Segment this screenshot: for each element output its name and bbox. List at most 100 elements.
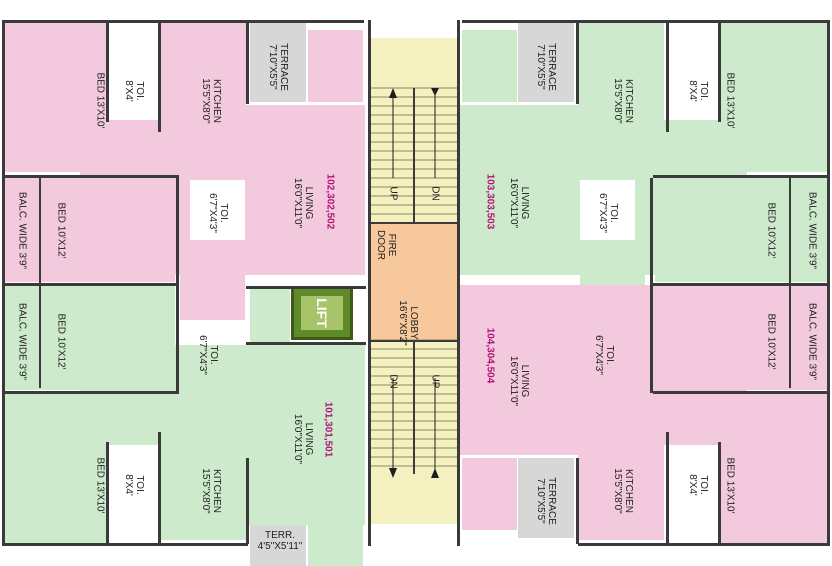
wall bbox=[158, 432, 161, 544]
room-label-balcony: BALC. WIDE 3'9" bbox=[16, 302, 28, 381]
wall bbox=[39, 178, 41, 388]
wall bbox=[158, 22, 161, 132]
stair-label-down: DN bbox=[429, 186, 441, 201]
room-label-kitchen: KITCHEN 15'5"X8'0" bbox=[200, 468, 222, 514]
bed-room-left-2 bbox=[40, 286, 175, 390]
wall bbox=[576, 22, 579, 104]
room-label-balcony: BALC. WIDE 3'9" bbox=[16, 191, 28, 270]
unit-number: 102,302,502 bbox=[324, 173, 336, 230]
wall bbox=[4, 543, 248, 546]
wall bbox=[576, 458, 579, 544]
room-label-balcony: BALC. WIDE 3'9" bbox=[806, 191, 818, 270]
wall bbox=[666, 22, 669, 132]
room-label-toilet: TOI. 8'X4' bbox=[123, 474, 145, 496]
toilet-mid-right bbox=[580, 180, 635, 240]
toilet-bottom-left bbox=[108, 440, 158, 520]
wall bbox=[246, 458, 249, 544]
lift-shaft: LIFT bbox=[291, 286, 353, 340]
wall bbox=[653, 391, 829, 394]
terrace-bottom-left bbox=[250, 525, 306, 566]
wall bbox=[246, 342, 366, 345]
unit-number: 104,304,504 bbox=[484, 327, 496, 384]
balcony-left-2 bbox=[4, 286, 40, 390]
room-label-terrace: TERRACE 7'10"X5'5" bbox=[267, 43, 289, 91]
room-label-bed: BED 10'X12' bbox=[55, 313, 67, 370]
wall bbox=[718, 442, 721, 544]
void-bottom-left bbox=[308, 525, 363, 566]
kitchen-bottom-right bbox=[578, 430, 664, 540]
wall bbox=[368, 20, 371, 546]
stair-label-up: UP bbox=[429, 374, 441, 389]
room-label-toilet: TOI. 8'X4' bbox=[123, 80, 145, 102]
room-label-toilet: TOI. 8'X4' bbox=[687, 474, 709, 496]
room-label-toilet: TOI. 6'7"X4'3" bbox=[197, 335, 219, 375]
lobby-label: LOBBY 16'6"X8'2" bbox=[397, 300, 419, 346]
void-top-left bbox=[308, 30, 363, 102]
passage-top-right bbox=[655, 120, 747, 175]
wall bbox=[578, 543, 828, 546]
bed-room-mid-left bbox=[40, 178, 175, 282]
room-label-living: LIVING 16'0"X11'0" bbox=[508, 177, 530, 229]
void-bottom-right bbox=[462, 458, 517, 530]
room-label-living: LIVING 16'0"X11'0" bbox=[292, 177, 314, 229]
toilet-top-left bbox=[108, 40, 158, 120]
shaft-left-2 bbox=[250, 286, 290, 346]
toilet-mid-left bbox=[190, 180, 245, 240]
unit-number: 103,303,503 bbox=[484, 173, 496, 230]
lift-label: LIFT bbox=[313, 298, 330, 328]
wall bbox=[246, 286, 366, 289]
fire-door-label: FIRE DOOR bbox=[375, 230, 397, 260]
room-label-kitchen: KITCHEN 15'5"X8'0" bbox=[612, 468, 634, 514]
passage-top-left bbox=[80, 120, 172, 175]
room-label-living: LIVING 16'0"X11'0" bbox=[508, 355, 530, 407]
wall bbox=[666, 432, 669, 544]
terrace-top-right bbox=[518, 22, 574, 102]
room-label-kitchen: KITCHEN 15'5"X8'0" bbox=[612, 78, 634, 124]
room-label-bed: BED 13'X10' bbox=[724, 72, 736, 129]
room-label-toilet: TOI. 6'7"X4'3" bbox=[597, 193, 619, 233]
wall bbox=[457, 20, 460, 546]
wall bbox=[789, 178, 791, 388]
room-label-living: LIVING 16'0"X11'0" bbox=[292, 413, 314, 465]
room-label-bed: BED 13'X10' bbox=[94, 457, 106, 514]
room-label-terrace: TERR. 4'5"X5'11" bbox=[257, 530, 303, 552]
unit-number: 101,301,501 bbox=[322, 401, 334, 458]
room-label-balcony: BALC. WIDE 3'9" bbox=[806, 302, 818, 381]
wall bbox=[650, 178, 653, 393]
room-label-kitchen: KITCHEN 15'5"X8'0" bbox=[200, 78, 222, 124]
stair-label-up: UP bbox=[387, 186, 399, 201]
balcony-right-2 bbox=[790, 286, 828, 390]
wall bbox=[4, 20, 364, 23]
wall bbox=[653, 283, 829, 286]
room-label-bed: BED 10'X12' bbox=[765, 202, 777, 259]
wall bbox=[653, 175, 829, 178]
wall bbox=[246, 22, 249, 104]
toilet-top-right bbox=[668, 40, 718, 120]
bed-room-right-2 bbox=[655, 286, 790, 390]
wall bbox=[371, 340, 457, 342]
room-label-toilet: TOI. 6'7"X4'3" bbox=[207, 193, 229, 233]
wall bbox=[462, 20, 828, 23]
passage-bottom-left bbox=[80, 390, 172, 445]
room-label-bed: BED 10'X12' bbox=[55, 202, 67, 259]
lobby bbox=[371, 222, 457, 340]
wall bbox=[4, 175, 179, 178]
wall bbox=[106, 442, 109, 544]
shaft-mid-left bbox=[180, 240, 245, 320]
passage-bottom-right bbox=[655, 390, 747, 445]
terrace-top-left bbox=[250, 22, 306, 102]
toilet-bottom-right bbox=[668, 440, 718, 520]
room-label-toilet: TOI. 8'X4' bbox=[687, 80, 709, 102]
room-label-bed: BED 10'X12' bbox=[765, 313, 777, 370]
lift-car: LIFT bbox=[301, 296, 343, 330]
wall bbox=[106, 22, 109, 122]
void-top-right bbox=[462, 30, 517, 102]
staircase bbox=[371, 38, 457, 524]
wall bbox=[176, 178, 179, 393]
wall bbox=[371, 222, 457, 224]
wall bbox=[4, 391, 179, 394]
room-label-bed: BED 13'X10' bbox=[94, 72, 106, 129]
room-label-terrace: TERRACE 7'10"X5'5" bbox=[535, 477, 557, 525]
wall bbox=[2, 20, 5, 546]
